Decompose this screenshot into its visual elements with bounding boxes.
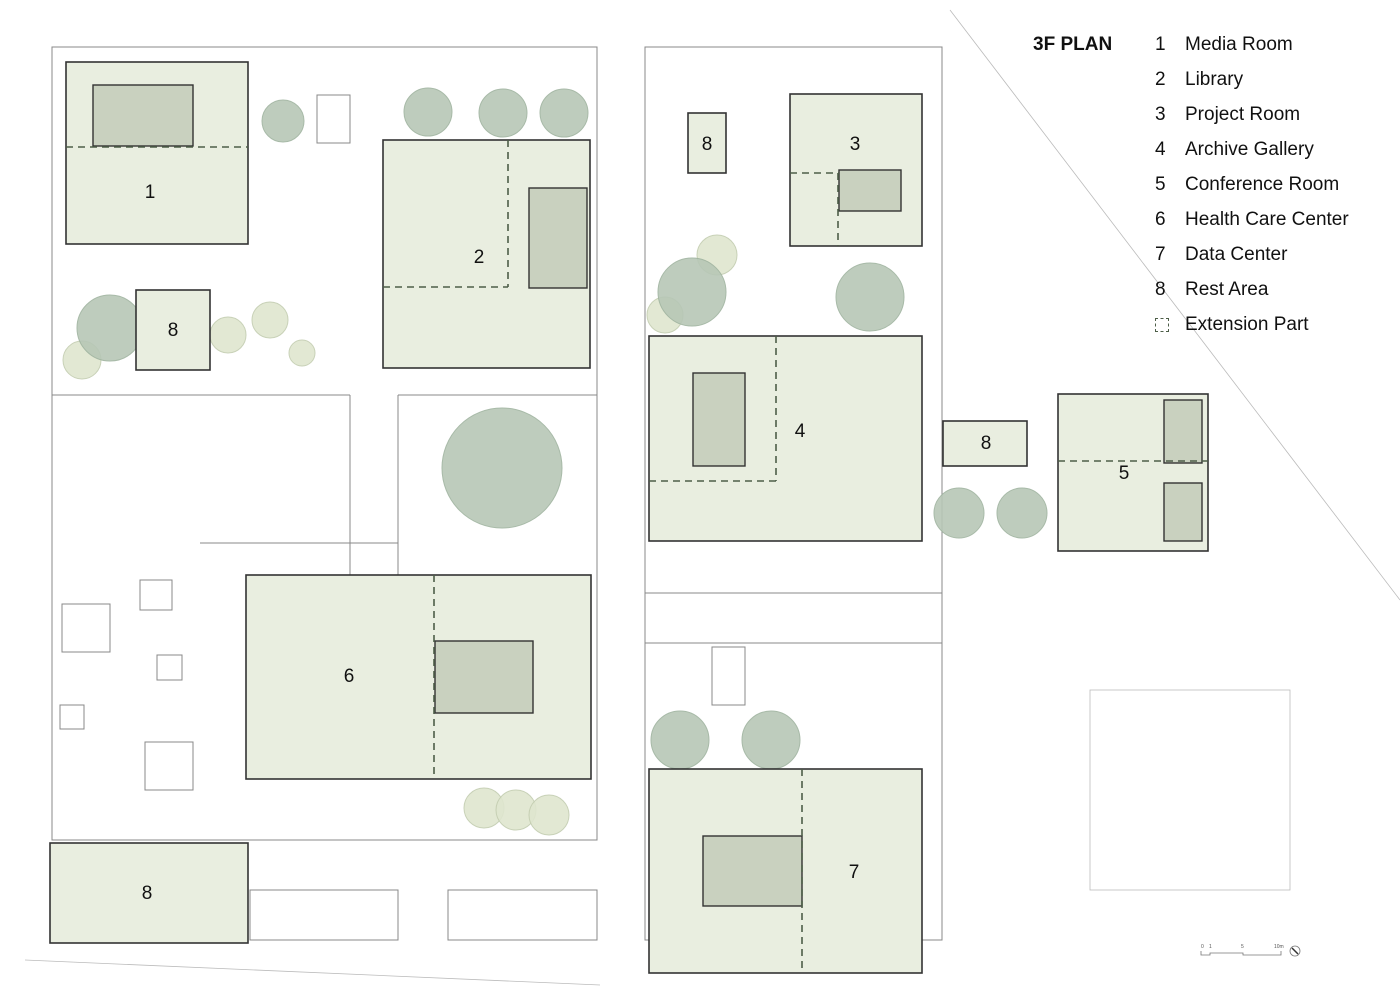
site-context: [24, 9, 1400, 986]
room-label-2: 2: [474, 247, 485, 268]
room-label-5: 5: [1119, 463, 1130, 484]
room-label-3: 3: [850, 134, 861, 155]
dashed-bracket-icon: [1155, 317, 1169, 332]
room-data-center: [648, 768, 923, 974]
room-health-care-center: [245, 574, 592, 780]
room-library: [382, 139, 591, 369]
room-label-7: 7: [849, 862, 860, 883]
scale-bar: 0 1 5 10m: [1200, 944, 1301, 957]
room-label-8c: 8: [702, 134, 713, 155]
north-arrow-icon: [1289, 945, 1301, 957]
scale-tick-5: 5: [1241, 944, 1244, 950]
room-label-1: 1: [145, 182, 156, 203]
room-label-8d: 8: [981, 433, 992, 454]
legend-item: Extension Part: [1155, 314, 1309, 338]
room-media-room: [65, 61, 249, 245]
room-label-8b: 8: [142, 883, 153, 904]
room-conference-room: [1057, 393, 1209, 552]
room-label-8a: 8: [168, 320, 179, 341]
scale-tick-1: 1: [1209, 944, 1212, 950]
scale-tick-10: 10m: [1274, 944, 1284, 950]
room-label-4: 4: [795, 421, 806, 442]
site-outlines: [51, 46, 943, 941]
rest-areas: [49, 112, 1028, 944]
scale-tick-0: 0: [1201, 944, 1204, 950]
trees: [62, 87, 1048, 836]
room-project-room: [789, 93, 923, 247]
room-label-6: 6: [344, 666, 355, 687]
empty-plot: [1089, 689, 1291, 891]
room-archive-gallery: [648, 335, 923, 542]
plan-title: 3F PLAN: [1033, 34, 1113, 55]
